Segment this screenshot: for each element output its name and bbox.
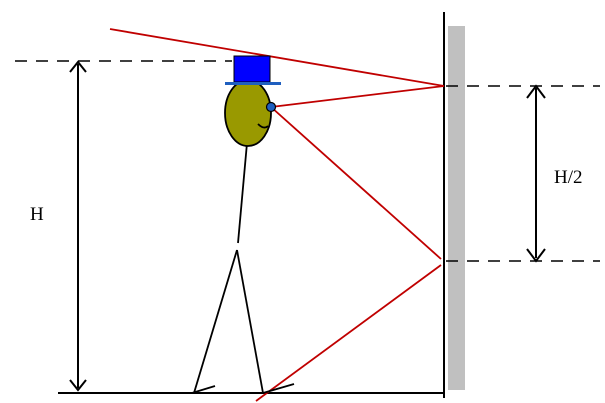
mirror — [448, 26, 465, 390]
person-left-foot — [191, 385, 216, 394]
ray-top-incoming — [109, 28, 445, 87]
person-head — [224, 79, 272, 147]
height-label: H — [30, 204, 44, 225]
hat-top — [233, 55, 271, 83]
ray-top-reflected — [270, 85, 445, 108]
person-right-leg — [236, 249, 264, 394]
ray-mirror-bottom-to-feet — [255, 264, 442, 402]
light-rays — [109, 28, 445, 402]
person-mouth — [257, 123, 269, 129]
ray-eye-to-mirror-bottom — [270, 106, 442, 260]
person-right-foot — [262, 383, 295, 394]
half-height-arrow — [526, 84, 546, 263]
hat-brim — [225, 82, 281, 85]
person-torso — [237, 142, 248, 244]
person-left-leg — [193, 249, 238, 394]
half-height-label: H/2 — [554, 167, 583, 188]
person-eye — [265, 101, 277, 113]
height-arrow — [69, 60, 87, 392]
person — [191, 55, 295, 394]
